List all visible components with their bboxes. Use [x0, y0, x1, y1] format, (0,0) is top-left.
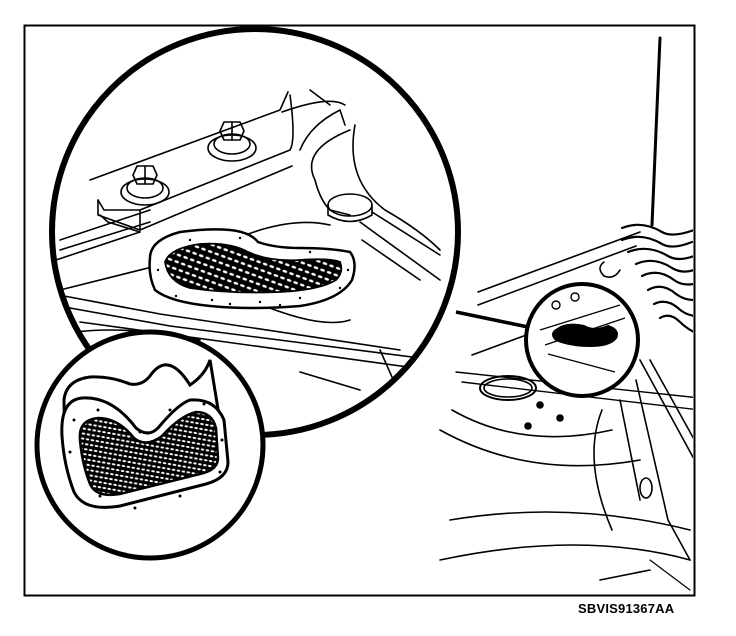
bolt-2 — [207, 121, 257, 162]
detail-screen-closeup — [34, 329, 266, 561]
grille-ribs — [620, 223, 693, 333]
locator-circle — [524, 282, 640, 398]
locator-screen — [552, 323, 618, 348]
round-plug — [327, 193, 373, 223]
leader-line — [455, 310, 529, 329]
engine-compartment-scene — [439, 36, 693, 591]
screen-mesh — [78, 410, 220, 497]
bolt-1 — [120, 165, 170, 206]
cowl-screen-large — [148, 228, 356, 310]
figure-code-label: SBVIS91367AA — [578, 601, 675, 616]
